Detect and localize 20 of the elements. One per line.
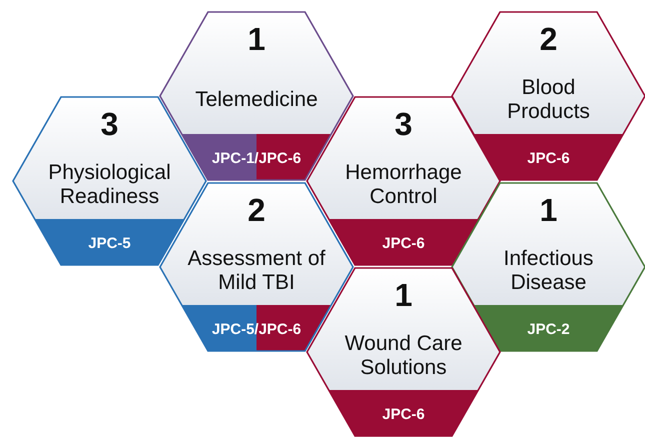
tile-title: Blood Products xyxy=(506,76,591,124)
band-label: JPC-2 xyxy=(527,321,570,339)
band-label: JPC-1/JPC-6 xyxy=(212,150,302,168)
priority-number: 2 xyxy=(246,191,266,229)
band-label: JPC-6 xyxy=(382,406,425,424)
priority-number: 1 xyxy=(246,20,266,58)
tile-title: Infectious Disease xyxy=(502,247,594,295)
priority-number: 3 xyxy=(394,105,414,143)
band-label: JPC-6 xyxy=(527,150,570,168)
tile-title: Physiological Readiness xyxy=(47,161,172,209)
band-label: JPC-6 xyxy=(382,235,425,253)
priority-number: 1 xyxy=(394,276,414,314)
tile-title: Assessment of Mild TBI xyxy=(186,247,326,295)
priority-number: 1 xyxy=(538,191,558,229)
priority-number: 2 xyxy=(538,20,558,58)
tile-title: Telemedicine xyxy=(195,88,318,112)
band-label: JPC-5 xyxy=(88,235,131,253)
tile-title: Hemorrhage Control xyxy=(344,161,463,209)
priority-number: 3 xyxy=(100,105,120,143)
tile-title: Wound Care Solutions xyxy=(344,332,464,380)
